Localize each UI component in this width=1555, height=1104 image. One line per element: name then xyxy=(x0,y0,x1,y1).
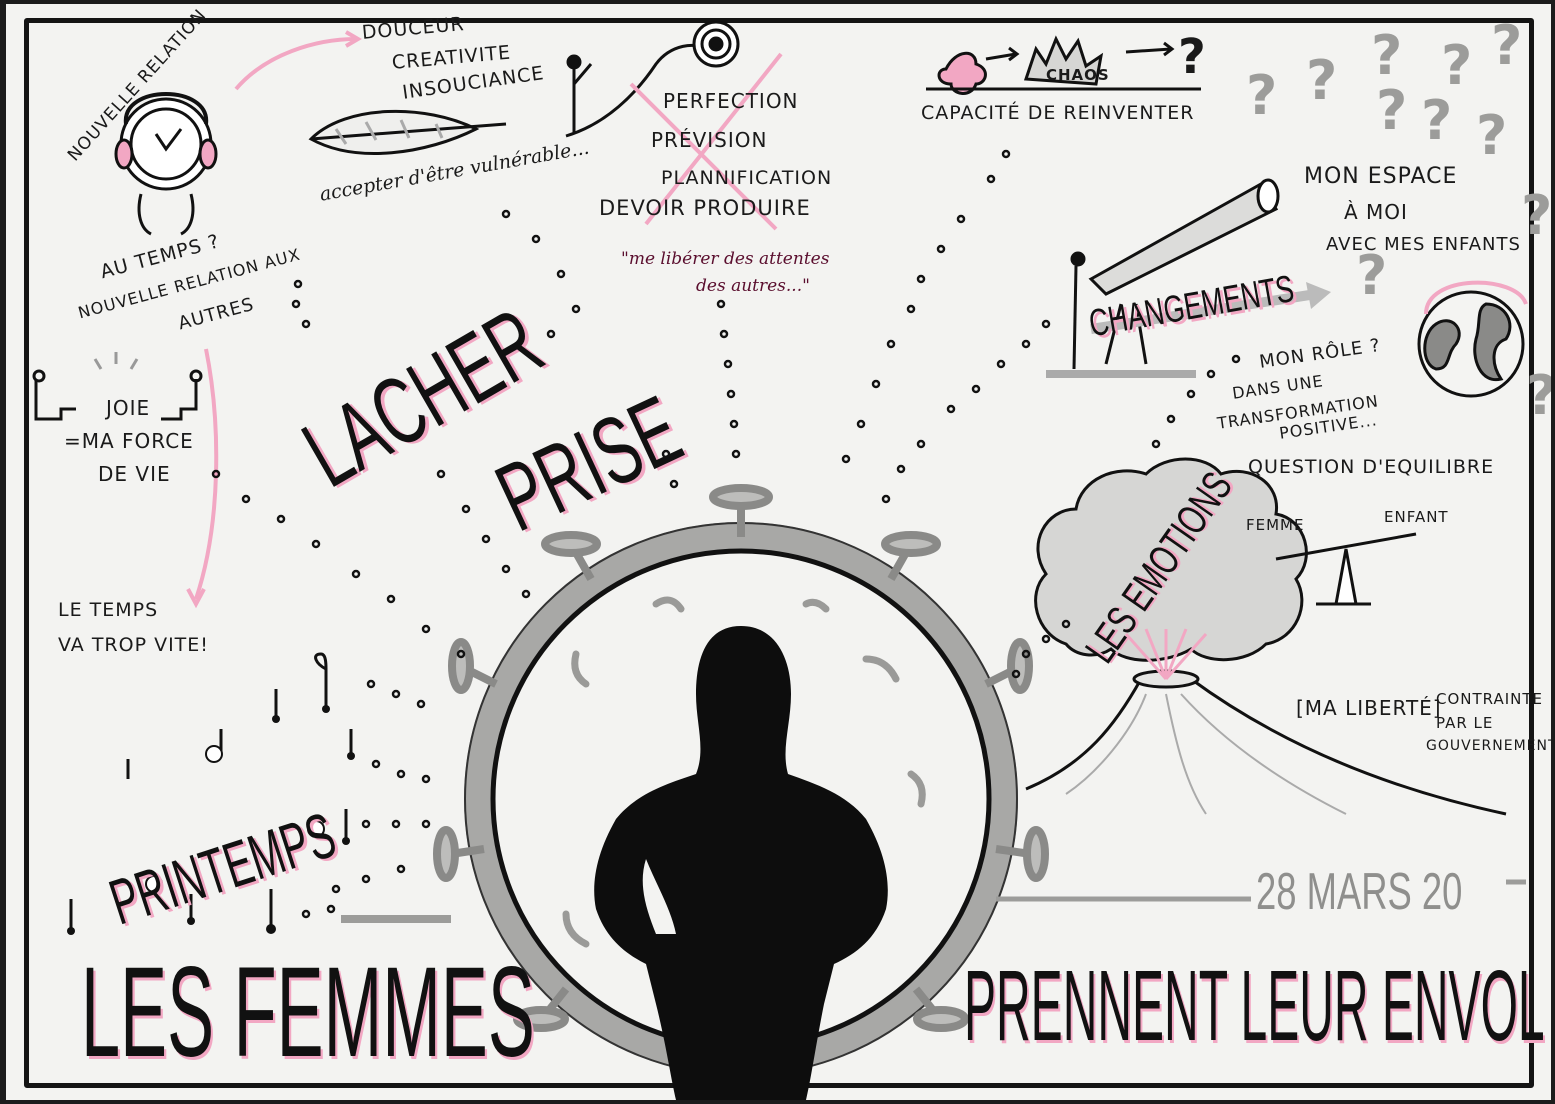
enfant-label: ENFANT xyxy=(1384,508,1449,526)
virus-spikes xyxy=(433,484,1049,1032)
changements-arrow xyxy=(1090,289,1317,334)
svg-text:?: ? xyxy=(1521,184,1551,247)
chaos-label: CHAOS xyxy=(1046,66,1110,84)
equilibre-title: QUESTION D'EQUILIBRE xyxy=(1248,456,1495,478)
svg-text:?: ? xyxy=(1491,14,1522,77)
va-trop-vite-label: VA TROP VITE! xyxy=(58,634,209,656)
arrow-to-douceur xyxy=(234,37,357,91)
svg-text:?: ? xyxy=(1371,24,1402,87)
gouvernement-label: GOUVERNEMENT xyxy=(1426,738,1551,754)
sprouts xyxy=(69,652,353,929)
whiteboard-sheet: ??? ??? ??? ?? xyxy=(6,4,1551,1100)
virus-inner-marks xyxy=(562,596,926,948)
svg-text:?: ? xyxy=(1356,244,1387,307)
le-temps-label: LE TEMPS xyxy=(58,599,159,621)
perfection-label: PERFECTION xyxy=(663,89,799,113)
clock-with-headphones xyxy=(114,92,218,236)
avec-mes-enfants-label: AVEC MES ENFANTS xyxy=(1326,234,1521,255)
chaos-sketch xyxy=(926,35,1201,95)
svg-text:?: ? xyxy=(1526,364,1551,427)
quote-line2: des autres..." xyxy=(696,276,810,296)
par-le-label: PAR LE xyxy=(1436,714,1494,732)
contrainte-label: CONTRAINTE xyxy=(1436,690,1544,708)
a-moi-label: À MOI xyxy=(1344,200,1408,224)
force-label: =MA FORCE xyxy=(64,429,194,453)
svg-text:?: ? xyxy=(1376,79,1407,142)
quote-line1: "me libérer des attentes xyxy=(621,249,830,269)
svg-text:?: ? xyxy=(1306,49,1337,112)
femme-label: FEMME xyxy=(1246,516,1305,534)
globe xyxy=(1417,280,1528,398)
joie-figures xyxy=(32,352,203,421)
reinventer-caption: CAPACITÉ DE REINVENTER xyxy=(921,102,1195,124)
stick-figure-target xyxy=(565,20,740,138)
svg-text:?: ? xyxy=(1246,64,1277,127)
mon-espace-label: MON ESPACE xyxy=(1304,164,1458,189)
prevision-label: PRÉVISION xyxy=(651,128,768,152)
question-marks: ??? ??? ??? ?? xyxy=(1246,14,1551,427)
dotted-rays xyxy=(211,149,1241,919)
svg-text:?: ? xyxy=(1421,89,1452,152)
title-prennent-leur-envol: PRENNENT LEUR ENVOL xyxy=(964,950,1545,1062)
volcano-eruption xyxy=(1124,628,1208,680)
seesaw xyxy=(1275,532,1417,606)
date-label: 28 MARS 20 xyxy=(1256,863,1463,921)
telescope-person xyxy=(1046,178,1280,378)
feather xyxy=(308,109,507,155)
svg-text:?: ? xyxy=(1476,104,1507,167)
ma-liberte-label: [MA LIBERTÉ] xyxy=(1296,696,1442,720)
woman-silhouette xyxy=(594,626,888,1100)
svg-text:?: ? xyxy=(1441,34,1472,97)
arrow-to-temps xyxy=(194,348,219,600)
sketch-drawings: ??? ??? ??? ?? xyxy=(32,14,1551,1100)
sprout-dots xyxy=(67,705,355,935)
plannification-label: PLANNIFICATION xyxy=(661,167,833,189)
chaos-question-mark: ? xyxy=(1178,29,1207,85)
de-vie-label: DE VIE xyxy=(98,462,171,486)
emotions-cloud xyxy=(1034,457,1308,662)
pink-cross xyxy=(629,52,783,231)
joie-label: JOIE xyxy=(106,396,151,420)
title-les-femmes: LES FEMMES xyxy=(81,941,535,1084)
flowers xyxy=(145,745,325,893)
devoir-produire-label: DEVOIR PRODUIRE xyxy=(599,196,811,220)
